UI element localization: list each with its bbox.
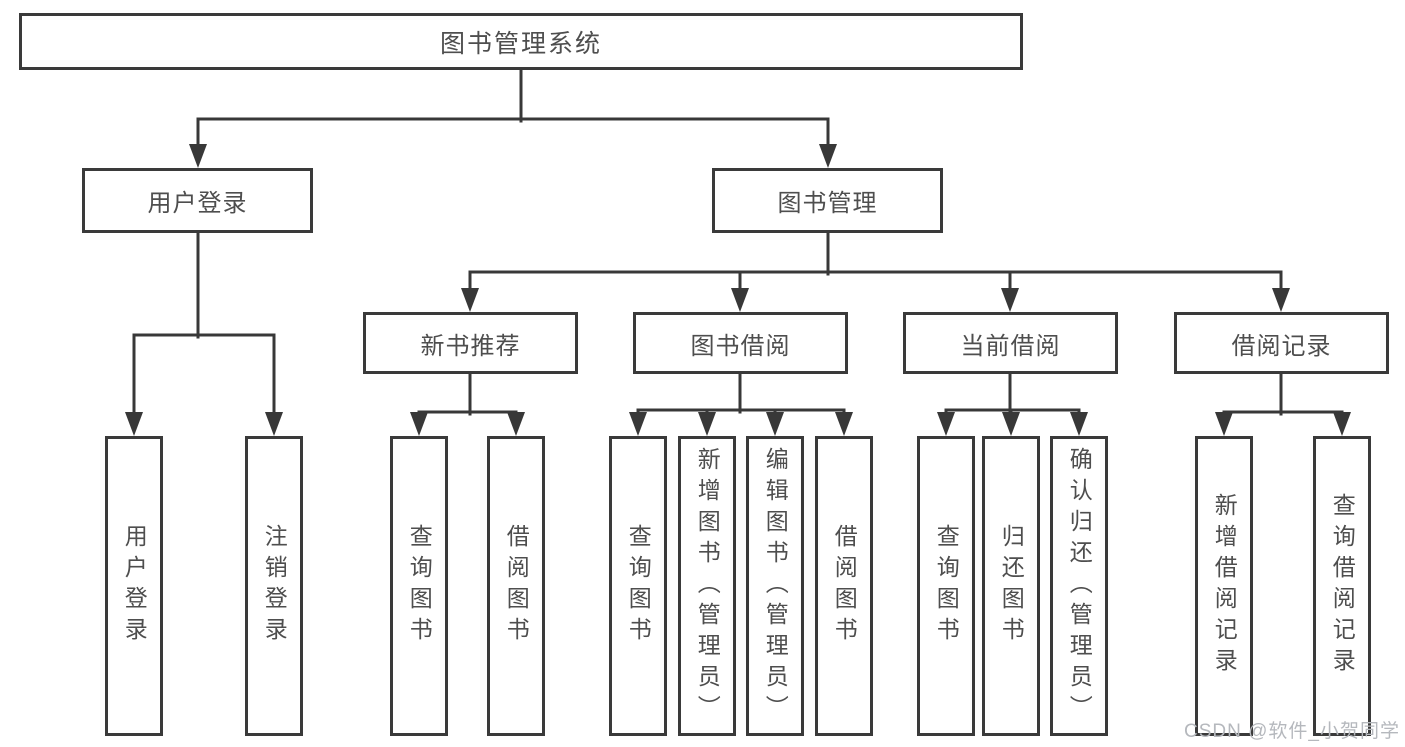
node-borrow-books-leaf: 借阅图书	[815, 436, 873, 736]
node-label: 新增图书（管理员）	[694, 446, 721, 726]
node-label: 图书借阅	[690, 332, 791, 360]
node-label: 借阅图书	[831, 524, 858, 648]
node-add-books-admin: 新增图书（管理员）	[678, 436, 736, 736]
node-borrow-records: 借阅记录	[1174, 312, 1389, 374]
node-return-books: 归还图书	[982, 436, 1040, 736]
node-add-borrow-record: 新增借阅记录	[1195, 436, 1253, 736]
node-book-borrow: 图书借阅	[633, 312, 848, 374]
node-label: 查询图书	[625, 524, 652, 648]
node-borrow-books-recommend: 借阅图书	[487, 436, 545, 736]
node-label: 图书管理系统	[439, 29, 602, 58]
node-label: 查询图书	[406, 524, 433, 648]
node-label: 注销登录	[261, 524, 288, 648]
node-label: 查询借阅记录	[1329, 493, 1356, 679]
node-label: 确认归还（管理员）	[1066, 446, 1093, 726]
node-label: 借阅图书	[503, 524, 530, 648]
node-user-login-leaf: 用户登录	[105, 436, 163, 736]
node-edit-books-admin: 编辑图书（管理员）	[746, 436, 804, 736]
node-label: 查询图书	[933, 524, 960, 648]
node-current-borrow: 当前借阅	[903, 312, 1118, 374]
arrowheads	[125, 117, 1351, 436]
node-label: 编辑图书（管理员）	[762, 446, 789, 726]
node-query-borrow-record: 查询借阅记录	[1313, 436, 1371, 736]
node-label: 用户登录	[121, 524, 148, 648]
node-label: 新书推荐	[420, 332, 521, 360]
node-label: 新增借阅记录	[1211, 493, 1238, 679]
node-book-management: 图书管理	[712, 168, 943, 233]
node-new-book-recommend: 新书推荐	[363, 312, 578, 374]
node-user-login: 用户登录	[82, 168, 313, 233]
watermark-text: CSDN @软件_小贺同学	[1184, 721, 1400, 742]
node-label: 借阅记录	[1231, 332, 1332, 360]
node-label: 当前借阅	[960, 332, 1061, 360]
node-logout-leaf: 注销登录	[245, 436, 303, 736]
node-label: 图书管理	[777, 190, 878, 217]
node-label: 用户登录	[147, 190, 248, 217]
node-query-books-recommend: 查询图书	[390, 436, 448, 736]
node-label: 归还图书	[998, 524, 1025, 648]
node-library-system: 图书管理系统	[19, 13, 1023, 70]
node-query-books-current: 查询图书	[917, 436, 975, 736]
node-query-books-borrow: 查询图书	[609, 436, 667, 736]
node-confirm-return-admin: 确认归还（管理员）	[1050, 436, 1108, 736]
